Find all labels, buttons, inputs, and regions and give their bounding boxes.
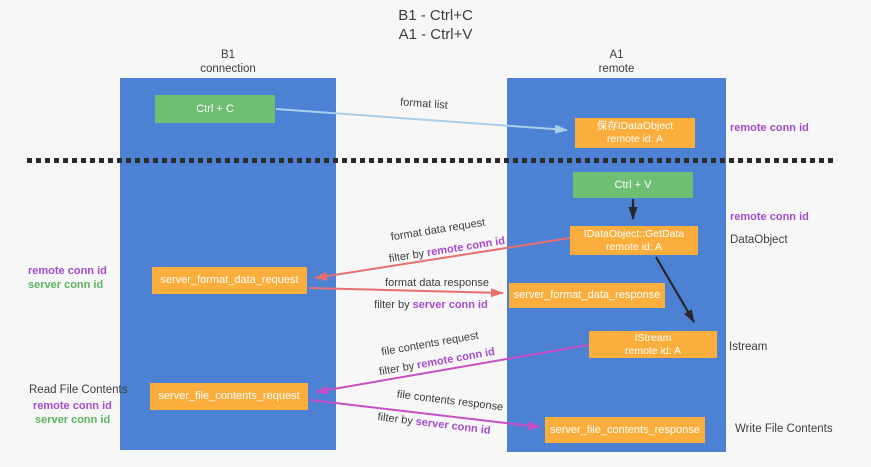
server-format-data-request-label: server_format_data_request xyxy=(160,274,299,286)
getdata-to-istream-arrow xyxy=(655,256,695,323)
format-data-request-arrow xyxy=(314,237,571,281)
left-bottom-server-conn-id-annotation: server conn id xyxy=(35,414,111,426)
read-file-contents-annotation: Read File Contents xyxy=(29,384,128,396)
istream-line2: remote id: A xyxy=(624,344,682,357)
format-data-response-arrow xyxy=(308,287,504,298)
save-dataobject-box: 保存IDataObject remote id: A xyxy=(575,118,695,148)
server-file-contents-request-label: server_file_contents_request xyxy=(158,390,300,402)
ctrl-c-label: Ctrl + C xyxy=(196,102,234,115)
ctrl-c-box: Ctrl + C xyxy=(155,95,275,123)
server-file-contents-response-box: server_file_contents_response xyxy=(545,417,705,443)
save-dataobject-line1: 保存IDataObject xyxy=(596,120,674,132)
dataobject-annotation: DataObject xyxy=(730,234,788,246)
left-column-role: connection xyxy=(200,62,256,75)
getdata-remote-conn-id-annotation: remote conn id xyxy=(730,211,809,223)
right-column-role: remote xyxy=(598,62,635,75)
format-data-response-label: format data response xyxy=(385,277,489,289)
separator-dashed-line xyxy=(27,158,833,163)
filter-by-text-2: filter by xyxy=(374,299,410,311)
format-list-arrow xyxy=(275,108,568,134)
right-column-header: A1 remote xyxy=(507,49,726,76)
title-line-2: A1 - Ctrl+V xyxy=(398,26,473,43)
istream-box: IStream remote id: A xyxy=(589,331,717,358)
title-line-1: B1 - Ctrl+C xyxy=(398,7,473,24)
server-file-contents-response-label: server_file_contents_response xyxy=(550,423,700,436)
left-bottom-remote-conn-id-annotation: remote conn id xyxy=(33,400,112,412)
save-dataobject-line2: remote id: A xyxy=(606,133,664,145)
server-file-contents-request-box: server_file_contents_request xyxy=(150,383,308,410)
server-format-data-response-box: server_format_data_response xyxy=(509,283,665,308)
write-file-contents-annotation: Write File Contents xyxy=(735,423,833,435)
getdata-line1: IDataObject::GetData xyxy=(583,227,685,240)
server-conn-id-text-1: server conn id xyxy=(412,299,488,311)
istream-annotation: Istream xyxy=(729,341,768,353)
left-remote-conn-id-annotation: remote conn id xyxy=(28,265,107,277)
server-format-data-request-box: server_format_data_request xyxy=(152,267,307,294)
left-server-conn-id-annotation: server conn id xyxy=(28,279,104,291)
file-contents-request-arrow xyxy=(315,344,589,395)
server-format-data-response-label: server_format_data_response xyxy=(513,289,661,301)
getdata-box: IDataObject::GetData remote id: A xyxy=(570,226,698,255)
getdata-line2: remote id: A xyxy=(605,240,663,253)
right-column-name: A1 xyxy=(609,49,624,61)
diagram-title: B1 - Ctrl+C A1 - Ctrl+V xyxy=(0,6,871,44)
left-column-header: B1 connection xyxy=(120,49,336,76)
save-remote-conn-id-annotation: remote conn id xyxy=(730,122,809,134)
ctrl-v-label: Ctrl + V xyxy=(614,178,652,191)
istream-line1: IStream xyxy=(634,331,672,344)
file-contents-response-arrow xyxy=(309,399,541,431)
ctrl-v-box: Ctrl + V xyxy=(573,172,693,198)
left-column-name: B1 xyxy=(220,49,236,61)
